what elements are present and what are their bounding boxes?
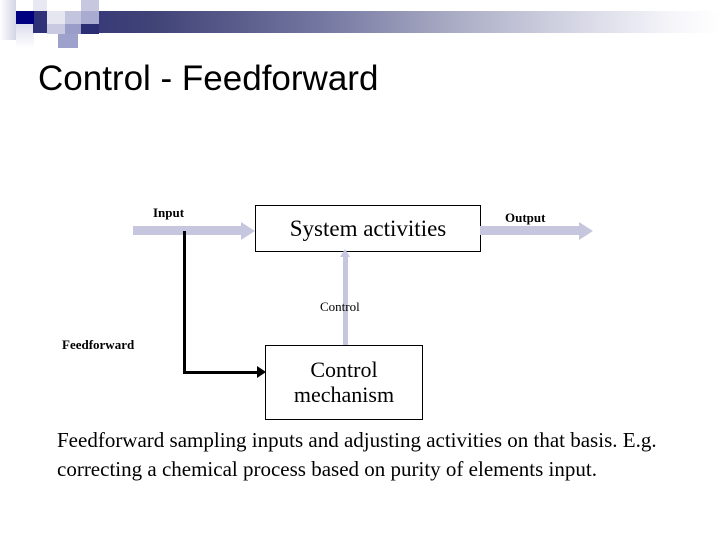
- control-arrow-head-icon: [340, 249, 350, 257]
- slide-body-text: Feedforward sampling inputs and adjustin…: [57, 428, 657, 481]
- output-label: Output: [505, 210, 546, 225]
- input-arrow-shaft: [133, 226, 243, 235]
- banner-square-lavender-mid: [65, 11, 81, 24]
- banner-square-periwinkle-c: [65, 24, 81, 34]
- feedforward-arrow-head-icon: [257, 366, 266, 378]
- slide-banner: [0, 0, 720, 48]
- control-arrow-shaft: [343, 256, 348, 345]
- banner-square-periwinkle-b: [47, 24, 65, 34]
- system-activities-box-label: System activities: [289, 215, 447, 241]
- feedforward-label: Feedforward: [62, 337, 135, 352]
- banner-square-lavender-top: [81, 0, 99, 11]
- feedforward-connector-horizontal: [183, 371, 259, 374]
- output-arrow-shaft: [480, 226, 581, 235]
- input-arrow-head-icon: [241, 222, 255, 240]
- banner-gradient-bar: [33, 11, 720, 33]
- feedforward-connector-vertical: [183, 231, 186, 373]
- banner-square-navy: [16, 11, 34, 24]
- banner-fade-left-lower: [16, 24, 34, 48]
- system-activities-box: System activities: [255, 205, 481, 252]
- output-arrow-head-icon: [579, 222, 593, 240]
- banner-square-navy-lower: [81, 24, 99, 34]
- control-label: Control: [320, 299, 360, 314]
- input-label: Input: [153, 205, 185, 220]
- control-mechanism-box: Control mechanism: [265, 345, 423, 420]
- page-title: Control - Feedforward: [38, 59, 379, 98]
- banner-square-light-mid: [47, 11, 65, 24]
- banner-square-periwinkle-a: [81, 11, 99, 24]
- banner-square-periwinkle-d: [58, 34, 78, 48]
- control-mechanism-box-label: Control mechanism: [293, 356, 395, 407]
- banner-square-light-top: [33, 0, 47, 11]
- banner-fade-left: [0, 0, 16, 40]
